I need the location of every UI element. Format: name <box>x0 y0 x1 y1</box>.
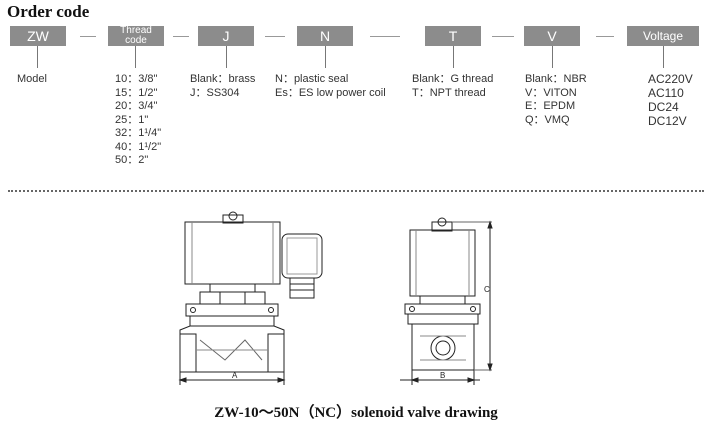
model-label: Model <box>17 73 47 85</box>
body-options-list: Blank：brass J：SS304 <box>190 73 255 100</box>
thread-type-options-list: Blank：G thread T：NPT thread <box>412 73 493 100</box>
gasket-option: V：VITON <box>525 86 577 99</box>
separator-dash <box>265 36 285 37</box>
thread-option: 25：1" <box>115 113 149 126</box>
dim-label-c: C <box>484 285 490 294</box>
voltage-options-list: AC220V AC110 DC24 DC12V <box>648 72 693 128</box>
side-view-drawing <box>400 217 493 385</box>
body-option: Blank：brass <box>190 73 256 85</box>
thread-option: 15：1/2" <box>115 86 158 99</box>
gasket-option: Blank：NBR <box>525 73 587 85</box>
code-box-thread: Thread code <box>108 26 164 46</box>
voltage-option: AC110 <box>648 86 684 100</box>
body-option: J：SS304 <box>190 86 240 99</box>
seal-option: Es：ES low power coil <box>275 86 386 99</box>
seal-option: N：plastic seal <box>275 73 349 85</box>
voltage-option: AC220V <box>648 72 693 86</box>
dim-label-a: A <box>232 371 238 380</box>
gasket-option: E：EPDM <box>525 100 576 112</box>
separator-dash <box>596 36 614 37</box>
thread-option: 32：1¹/4" <box>115 127 162 139</box>
seal-options-list: N：plastic seal Es：ES low power coil <box>275 73 386 100</box>
code-box-t: T <box>425 26 481 46</box>
dotted-separator <box>8 190 704 192</box>
connector-line <box>135 46 136 68</box>
gasket-options-list: Blank：NBR V：VITON E：EPDM Q：VMQ <box>525 73 587 127</box>
separator-dash <box>80 36 96 37</box>
drawing-caption: ZW-10～50N（NC）solenoid valve drawing <box>214 405 498 421</box>
connector-line <box>453 46 454 68</box>
thread-type-option: T：NPT thread <box>412 86 486 99</box>
order-code-title: Order code <box>7 2 90 21</box>
code-box-voltage: Voltage <box>627 26 699 46</box>
gasket-option: Q：VMQ <box>525 113 570 126</box>
code-box-zw: ZW <box>10 26 66 46</box>
connector-line <box>663 46 664 68</box>
connector-line <box>37 46 38 68</box>
front-view-drawing <box>178 211 323 385</box>
connector-line <box>226 46 227 68</box>
thread-box-line1: Thread <box>120 25 152 36</box>
separator-dash <box>370 36 400 37</box>
thread-box-line2: code <box>125 35 147 46</box>
separator-dash <box>173 36 189 37</box>
thread-option: 50：2" <box>115 154 149 166</box>
thread-options-list: 10：3/8" 15：1/2" 20：3/4" 25：1" 32：1¹/4" 4… <box>115 73 161 168</box>
voltage-option: DC12V <box>648 114 687 128</box>
thread-option: 40：1¹/2" <box>115 140 162 153</box>
voltage-option: DC24 <box>648 100 679 114</box>
connector-line <box>552 46 553 68</box>
code-box-v: V <box>524 26 580 46</box>
thread-option: 20：3/4" <box>115 100 158 112</box>
connector-line <box>325 46 326 68</box>
dim-label-b: B <box>440 371 445 380</box>
code-box-j: J <box>198 26 254 46</box>
thread-option: 10：3/8" <box>115 73 158 85</box>
separator-dash <box>492 36 514 37</box>
thread-type-option: Blank：G thread <box>412 73 494 85</box>
code-box-n: N <box>297 26 353 46</box>
